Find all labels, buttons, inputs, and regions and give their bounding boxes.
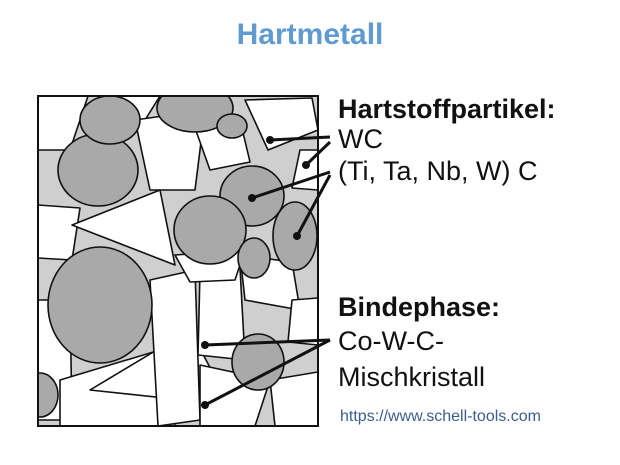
hard-particles-carbides: (Ti, Ta, Nb, W) C [338,156,538,186]
source-url: https://www.schell-tools.com [340,408,541,425]
binder-mixed-crystal: Mischkristall [338,362,486,392]
hard-particles [38,96,318,418]
binder-composition: Co-W-C- [338,326,444,356]
hard-particles-heading: Hartstoffpartikel: [338,94,556,124]
binder-heading: Bindephase: [338,292,501,322]
microstructure-frame [37,95,319,427]
diagram-title: Hartmetall [236,18,384,51]
leader-lines [204,135,332,407]
hard-particles-wc: WC [338,124,383,154]
leader-dots [201,136,310,409]
